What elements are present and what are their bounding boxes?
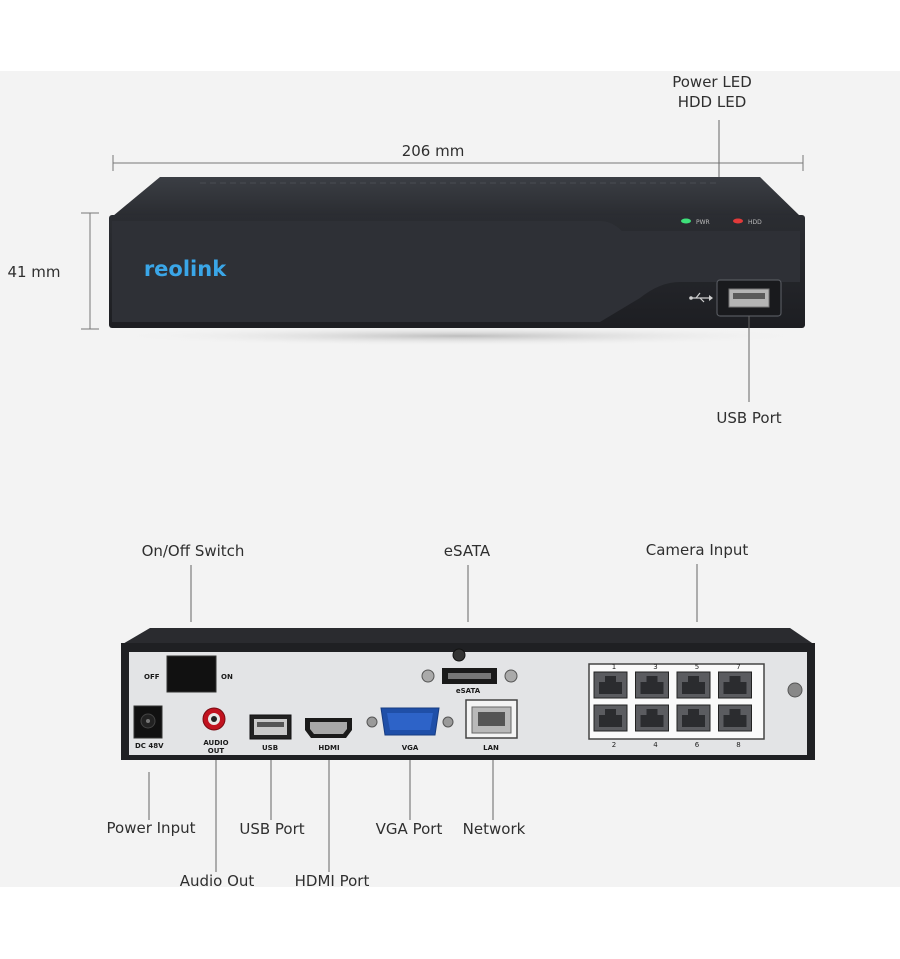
network-callout: Network xyxy=(463,820,526,838)
poe-port-1[interactable] xyxy=(593,671,628,699)
poe-number-4: 4 xyxy=(653,741,658,749)
poe-number-3: 3 xyxy=(653,663,657,671)
hdd-led-callout: HDD LED xyxy=(678,93,747,111)
switch-callout: On/Off Switch xyxy=(142,542,245,560)
power-led-callout: Power LED xyxy=(672,73,752,91)
poe-number-8: 8 xyxy=(736,741,740,749)
rear-top-edge xyxy=(121,628,815,645)
usb-label: USB xyxy=(262,744,278,752)
usb-tongue xyxy=(733,293,765,299)
lan-label: LAN xyxy=(483,744,499,752)
hdmi-callout: HDMI Port xyxy=(295,872,370,887)
pwr-led xyxy=(681,218,691,224)
esata-label: eSATA xyxy=(456,687,481,695)
esata-screw-right xyxy=(504,669,518,683)
brand-logo: reolink xyxy=(144,257,227,281)
power-input-callout: Power Input xyxy=(107,819,196,837)
vga-label: VGA xyxy=(402,744,419,752)
audio-label-1: AUDIO xyxy=(203,739,228,747)
camera-callout: Camera Input xyxy=(646,541,749,559)
vga-callout: VGA Port xyxy=(376,820,443,838)
device-shadow xyxy=(110,326,810,346)
poe-port-6[interactable] xyxy=(676,704,711,732)
poe-number-6: 6 xyxy=(695,741,700,749)
vga-port[interactable] xyxy=(366,707,454,736)
audio-label-2: OUT xyxy=(208,747,225,755)
usb-icon xyxy=(689,292,713,303)
height-label: 41 mm xyxy=(7,263,60,281)
usb-rear-callout: USB Port xyxy=(239,820,304,838)
status-leds: PWR HDD xyxy=(681,218,762,226)
poe-port-7[interactable] xyxy=(718,671,752,699)
poe-port-2[interactable] xyxy=(593,704,628,732)
nvr-illustration: 206 mm 41 mm Power LED HDD LED reolink P… xyxy=(7,73,815,887)
width-label: 206 mm xyxy=(402,142,465,160)
power-switch[interactable] xyxy=(166,655,217,693)
hdd-led xyxy=(733,218,743,224)
poe-port-4[interactable] xyxy=(635,704,669,732)
hdd-led-label: HDD xyxy=(748,219,762,226)
device-top xyxy=(113,177,800,216)
poe-number-7: 7 xyxy=(736,663,740,671)
poe-number-5: 5 xyxy=(695,663,699,671)
poe-ports: 1 2 3 4 5 6 7 8 xyxy=(593,663,752,749)
poe-port-5[interactable] xyxy=(676,671,711,699)
hdmi-label: HDMI xyxy=(318,744,339,752)
dc-label: DC 48V xyxy=(135,742,164,750)
esata-screw-top xyxy=(452,648,466,662)
switch-on-label: ON xyxy=(221,673,233,681)
poe-number-2: 2 xyxy=(612,741,616,749)
rear-view: On/Off Switch eSATA Camera Input OFF ON … xyxy=(107,541,815,887)
height-dimension: 41 mm xyxy=(7,212,99,330)
esata-callout: eSATA xyxy=(444,542,491,560)
product-diagram: 206 mm 41 mm Power LED HDD LED reolink P… xyxy=(0,71,900,887)
poe-number-1: 1 xyxy=(612,663,616,671)
esata-screw-left xyxy=(421,669,435,683)
pwr-led-label: PWR xyxy=(696,219,710,226)
ground-screw xyxy=(787,682,803,698)
front-view: 206 mm 41 mm Power LED HDD LED reolink P… xyxy=(7,73,810,427)
switch-off-label: OFF xyxy=(144,673,160,681)
usb-port-callout: USB Port xyxy=(716,409,781,427)
poe-port-3[interactable] xyxy=(635,671,669,699)
audio-out-callout: Audio Out xyxy=(180,872,255,887)
poe-port-8[interactable] xyxy=(718,704,752,732)
front-bevel xyxy=(112,221,800,322)
width-dimension: 206 mm xyxy=(112,142,804,171)
